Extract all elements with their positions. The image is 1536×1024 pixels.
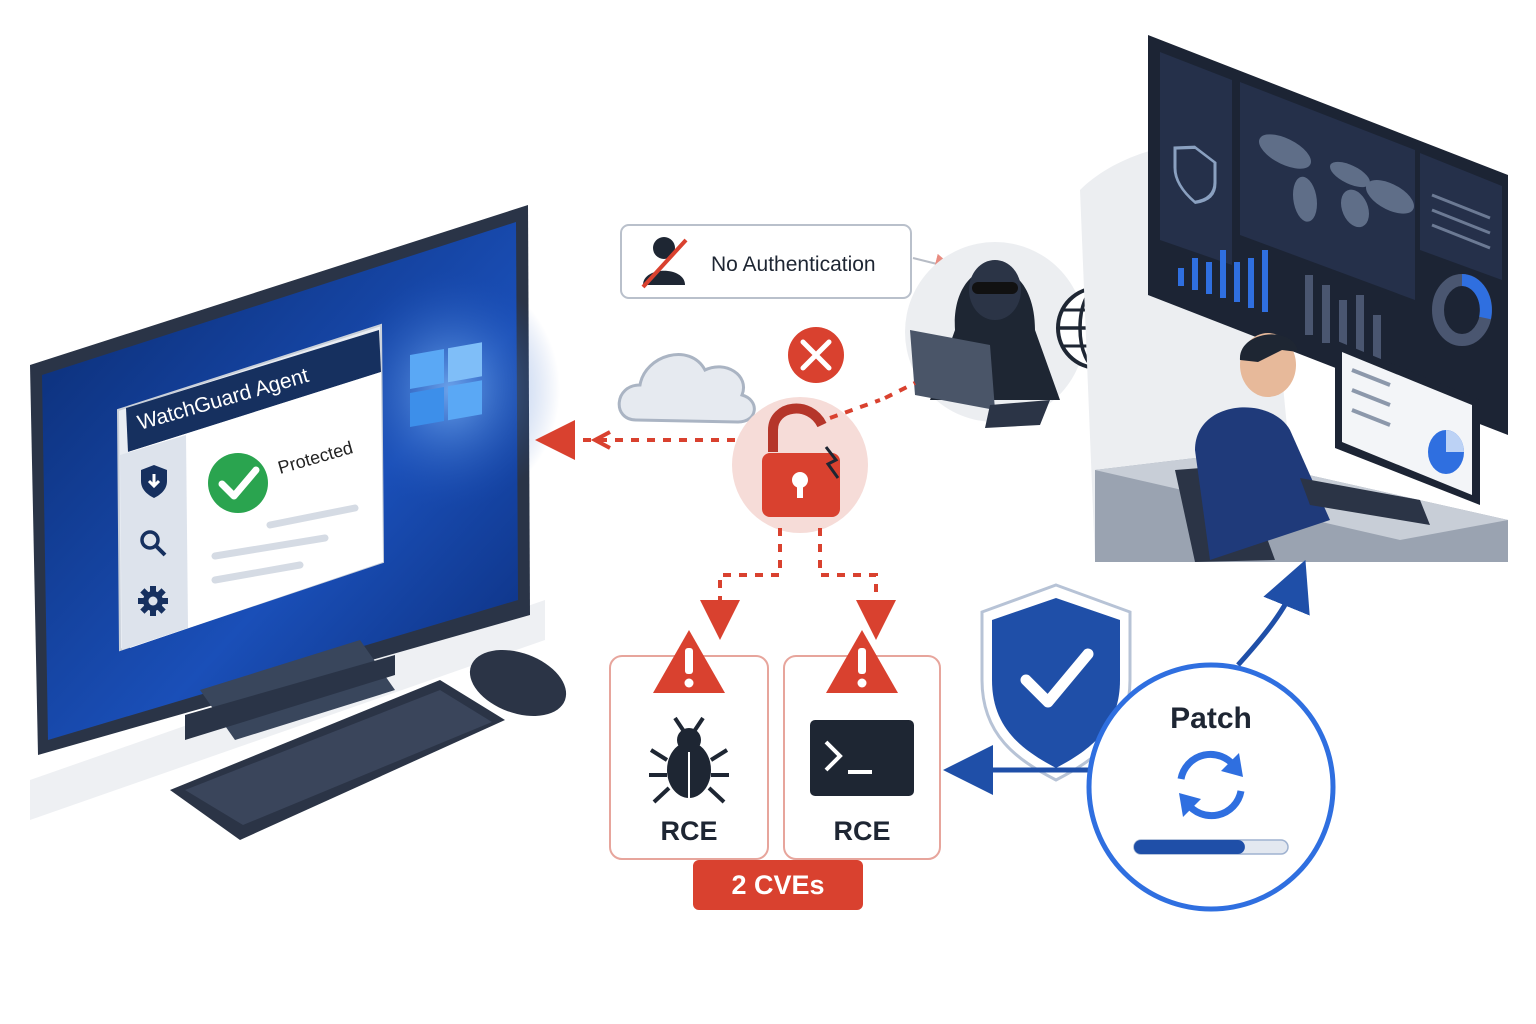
gear-icon[interactable] — [138, 586, 168, 616]
search-icon[interactable] — [140, 530, 167, 557]
cve-badge: 2 CVEs — [693, 860, 863, 910]
patch-label: Patch — [1170, 702, 1252, 735]
bar-chart-graphic — [1178, 250, 1268, 312]
attacker — [905, 242, 1140, 428]
attack-arrows — [535, 381, 916, 640]
warning-icon — [653, 630, 725, 693]
placeholder-lines — [211, 504, 359, 584]
cve-badge-label: 2 CVEs — [731, 870, 824, 900]
protection-shield-icon — [980, 583, 1132, 782]
no-user-icon — [641, 237, 688, 289]
cloud-icon — [617, 353, 756, 424]
vuln-card: RCE — [783, 630, 941, 860]
vuln-label: RCE — [660, 816, 717, 846]
mouse — [469, 650, 567, 716]
error-x-icon — [788, 327, 844, 383]
soc-scene — [1080, 35, 1508, 562]
sync-icon — [1177, 750, 1245, 820]
terminal-icon — [810, 720, 914, 796]
pie-icon — [1428, 430, 1464, 474]
agent-window: WatchGuard Agent Protected — [116, 323, 385, 652]
patch-widget[interactable]: Patch — [1086, 662, 1336, 912]
bug-icon — [649, 716, 729, 804]
shield-icon[interactable] — [141, 465, 167, 498]
analyst — [1175, 333, 1430, 562]
vuln-card: RCE — [609, 630, 769, 860]
shield-icon — [1173, 145, 1217, 204]
broken-lock-icon — [732, 397, 868, 533]
windows-logo-icon — [410, 342, 482, 427]
warning-icon — [826, 630, 898, 693]
donut-graphic — [1432, 274, 1492, 346]
patch-progress-bar — [1133, 839, 1289, 855]
patch-arrows — [943, 559, 1310, 795]
no-auth-label: No Authentication — [711, 253, 876, 276]
keyboard — [170, 680, 505, 840]
no-auth-callout: No Authentication — [620, 224, 955, 299]
vuln-label: RCE — [833, 816, 890, 846]
grey-bars — [1305, 275, 1381, 365]
check-icon — [208, 453, 268, 513]
world-map — [1259, 134, 1414, 228]
